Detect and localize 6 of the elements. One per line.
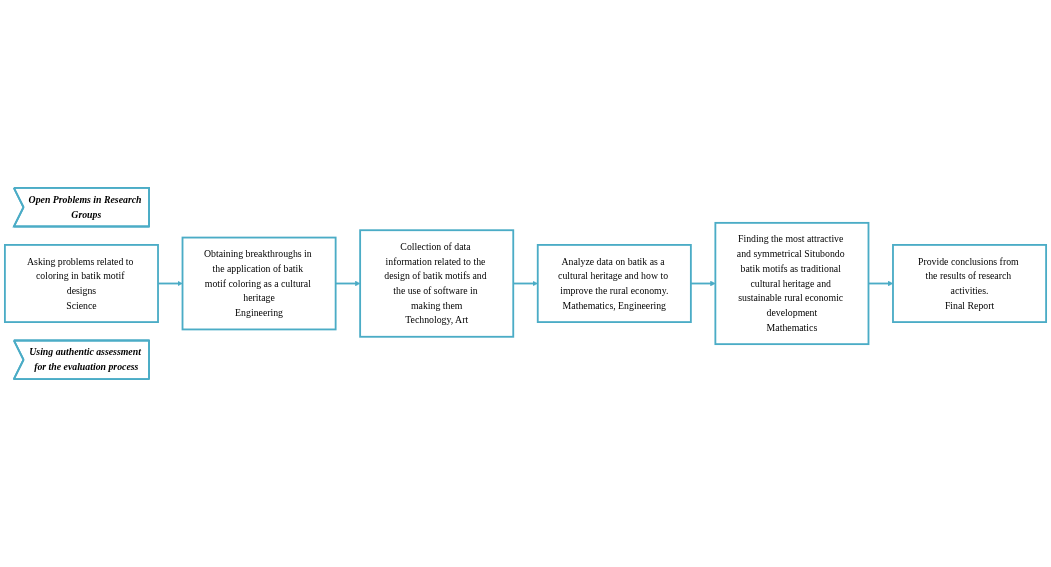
node-box: Analyze data on batik as a cultural heritage and how to improve the rural economy. Mathematics, Engineering — [536, 244, 692, 323]
node-box: Collection of data information related to the design of batik motifs and the use of software in making them Technology, Art — [359, 229, 515, 338]
node-box: Finding the most attractive and symmetrical Situbondo batik motifs as traditional cultural heritage and sustainable rural economic development Mathematics — [714, 221, 870, 346]
node-box: Provide conclusions from the results of research activities. Final Report — [892, 244, 1047, 323]
node-box: Obtaining breakthroughs in the application of batik motif coloring as a cultural heritage Engineering — [181, 236, 337, 331]
node-box: Asking problems related to coloring in batik motif designs Science — [4, 244, 159, 323]
